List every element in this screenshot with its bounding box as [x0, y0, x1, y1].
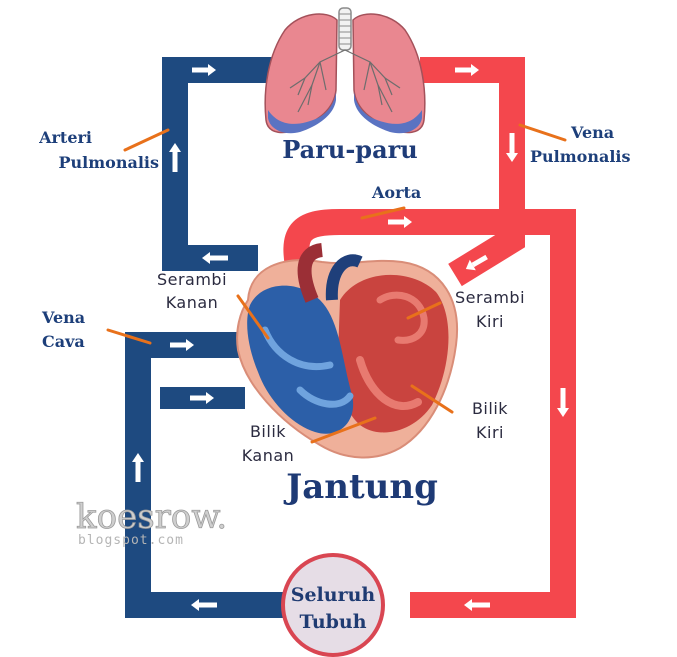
bilik-kanan-line2: Kanan: [242, 446, 295, 465]
bilik-kiri-line1: Bilik: [472, 399, 508, 418]
bilik-kiri-line2: Kiri: [476, 423, 504, 442]
serambi-kiri-line1: Serambi: [455, 288, 525, 307]
heart-label: Jantung: [283, 467, 438, 507]
bilik-kanan-line1: Bilik: [250, 422, 286, 441]
body-label-line2: Tubuh: [299, 611, 366, 633]
aorta-label: Aorta: [371, 183, 421, 202]
vena-cava-line2: Cava: [42, 332, 85, 351]
lungs-icon: [265, 8, 425, 133]
arteri-pulmonalis-line2: Pulmonalis: [58, 153, 159, 172]
vena-cava-line1: Vena: [41, 308, 85, 327]
arteri-pulmonalis-line1: Arteri: [38, 128, 92, 147]
body-circle: Seluruh Tubuh: [283, 555, 383, 655]
watermark-sub: blogspot.com: [78, 533, 184, 548]
pulmonary-vein-vessel: [420, 70, 512, 275]
serambi-kiri-line2: Kiri: [476, 312, 504, 331]
serambi-kanan-line1: Serambi: [157, 270, 227, 289]
serambi-kanan-line2: Kanan: [166, 293, 219, 312]
watermark-main: koesrow.: [76, 497, 227, 537]
vena-pulmonalis-line2: Pulmonalis: [530, 147, 631, 166]
watermark: koesrow. blogspot.com: [76, 497, 227, 548]
body-label-line1: Seluruh: [291, 584, 376, 606]
lungs-label: Paru-paru: [282, 135, 417, 164]
vena-pulmonalis-line1: Vena: [570, 123, 614, 142]
